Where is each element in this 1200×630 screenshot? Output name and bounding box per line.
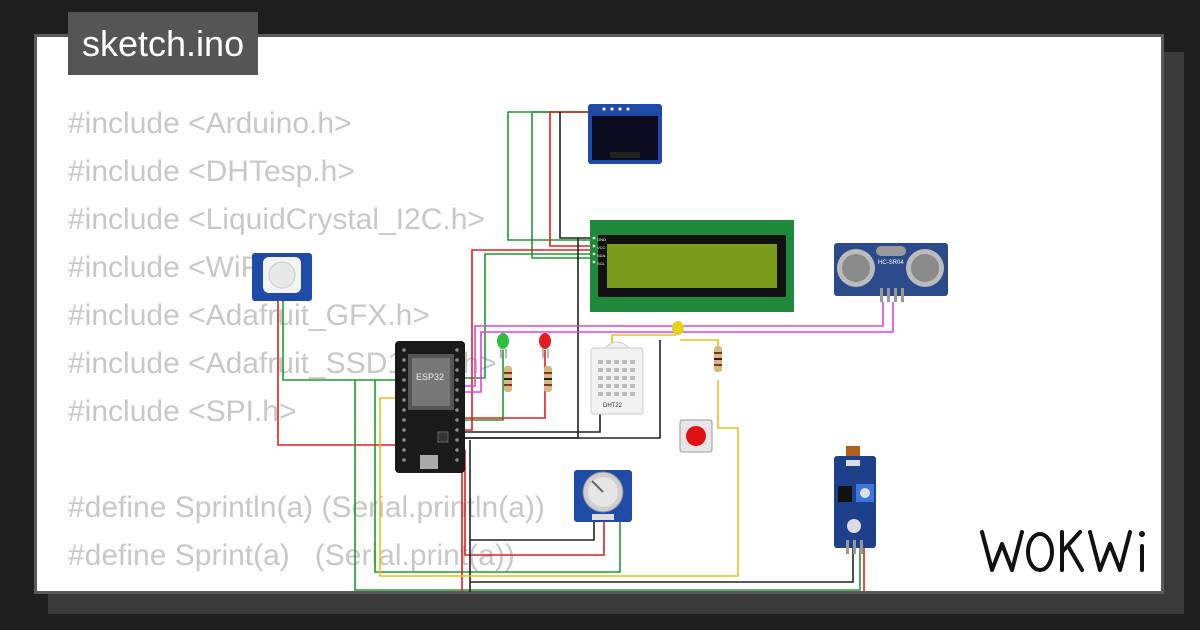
code-line: #define Sprint(a) (Serial.print(a)) [68,539,515,572]
red-led[interactable] [539,333,551,358]
code-preview: #include <Arduino.h> #include <DHTesp.h>… [68,100,545,580]
dht22-sensor[interactable]: DHT22 [590,341,644,415]
code-line: #define Sprintln(a) (Serial.println(a)) [68,491,545,524]
code-line: #include <Adafruit_GFX.h> [68,299,430,332]
pir-sensor[interactable] [252,253,312,301]
ultrasonic-sensor[interactable]: HC-SR04 [834,243,948,302]
potentiometer[interactable] [574,470,632,522]
yellow-led[interactable] [672,321,684,335]
code-line: #include <LiquidCrystal_I2C.h> [68,203,485,236]
lcd-pin-label: GND [597,237,606,242]
lcd-display[interactable]: GND VCC SDA SCL [590,220,794,312]
filename-tab[interactable]: sketch.ino [68,12,259,75]
resistor[interactable] [504,366,512,392]
resistor[interactable] [714,346,722,372]
ultrasonic-label: HC-SR04 [878,260,904,266]
green-led[interactable] [497,333,509,358]
lcd-pin-label: SDA [597,253,606,258]
wokwi-logo [980,530,1145,572]
lcd-pin-label: VCC [597,245,606,250]
ldr-module[interactable] [834,446,876,554]
esp32-label: ESP32 [416,372,444,382]
lcd-pin-label: SCL [597,261,606,266]
oled-display[interactable] [588,104,662,164]
resistor[interactable] [544,366,552,392]
esp32-board[interactable]: ESP32 [395,341,465,473]
push-button[interactable] [679,419,713,453]
code-line: #include <Arduino.h> [68,107,352,140]
dht22-label: DHT22 [603,403,623,409]
code-line: #include <DHTesp.h> [68,155,355,188]
code-line: #include <SPI.h> [68,395,297,428]
